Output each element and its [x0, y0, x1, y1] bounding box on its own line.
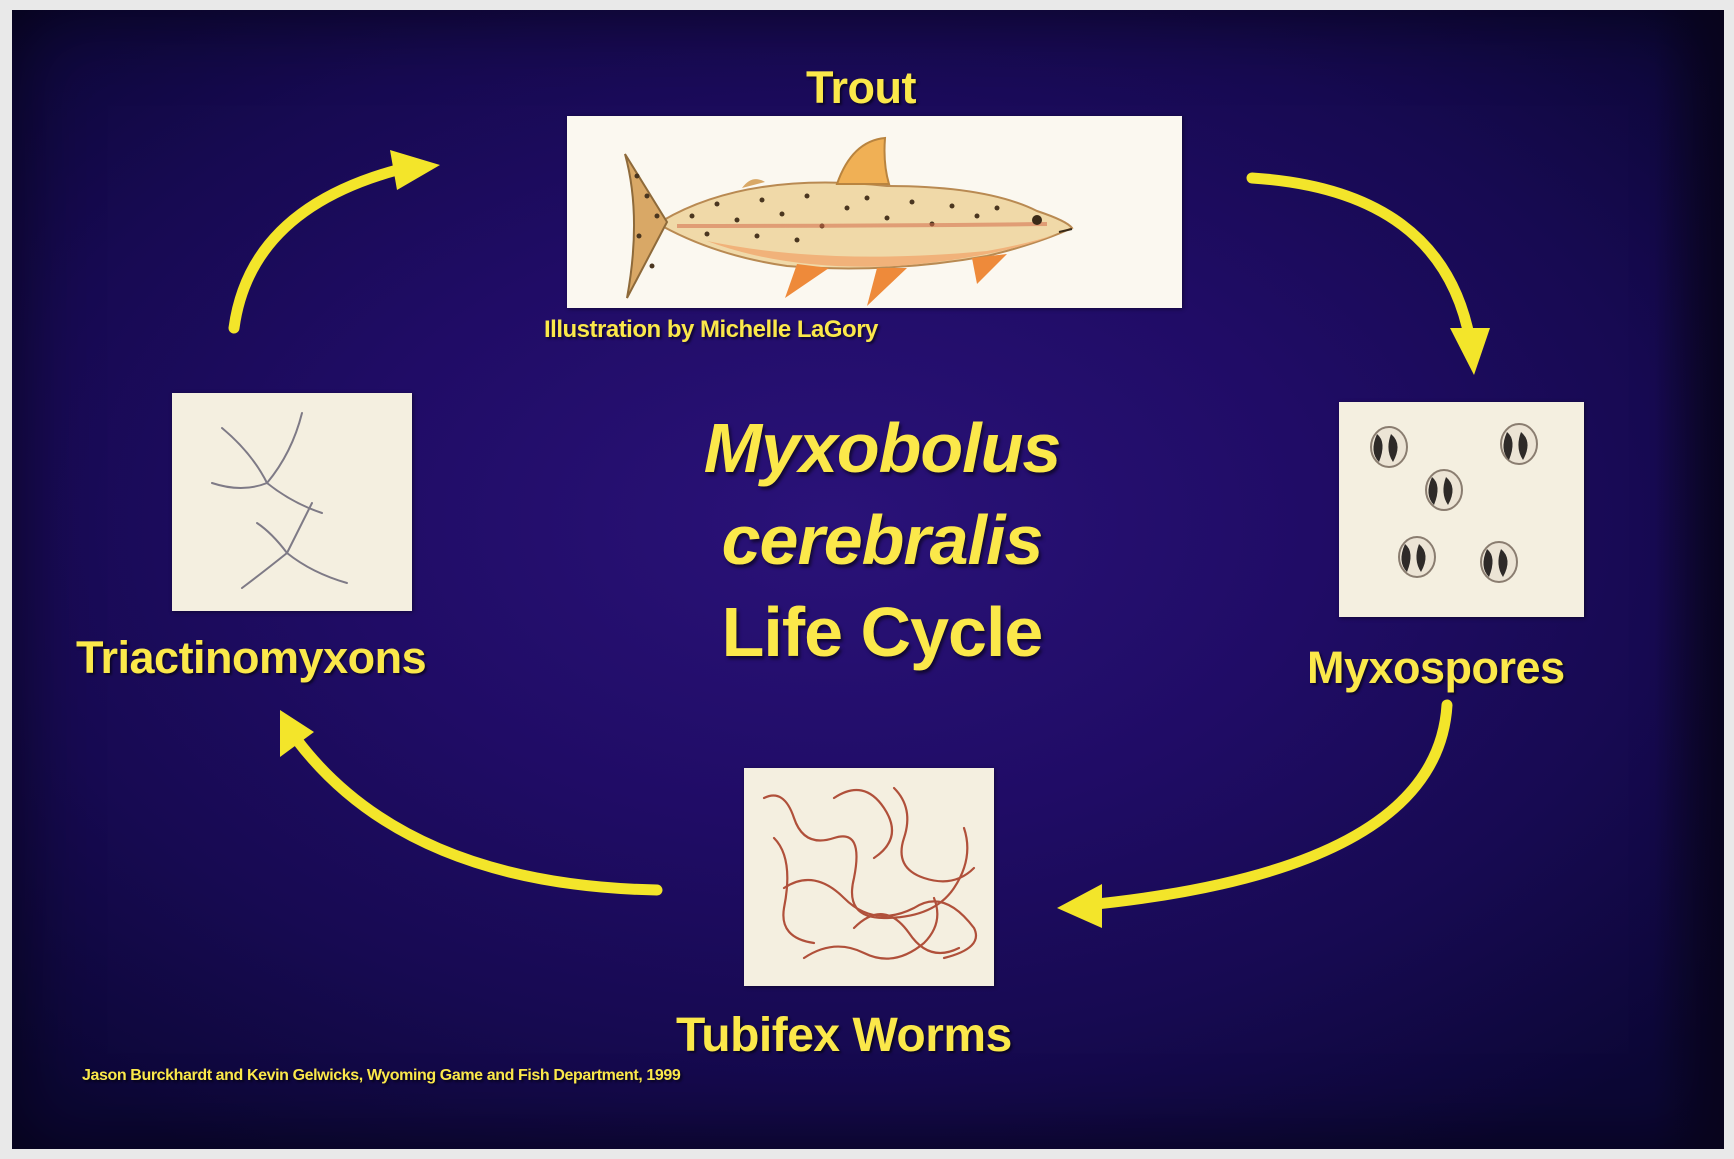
trout-label: Trout [806, 62, 916, 114]
triactinomyxons-micrograph [172, 393, 412, 611]
arrowhead-tubifex-icon [1057, 884, 1102, 928]
illustration-credit: Illustration by Michelle LaGory [544, 316, 878, 344]
arrowhead-trout-icon [390, 150, 440, 190]
arrow-trout-to-myxospores-icon [1252, 178, 1470, 340]
myxospores-micrograph [1339, 402, 1584, 617]
worm-icon [744, 768, 994, 986]
diagram-title: Myxobolus cerebralis Life Cycle [572, 402, 1192, 678]
arrowhead-myxospores-icon [1450, 328, 1490, 375]
life-cycle-slide: Trout [12, 10, 1724, 1149]
title-species: cerebralis [572, 494, 1192, 586]
tubifex-micrograph [744, 768, 994, 986]
triactinomyxon-icon [172, 393, 412, 611]
tubifex-label: Tubifex Worms [676, 1008, 1012, 1063]
title-subtitle: Life Cycle [572, 586, 1192, 678]
arrow-myxospores-to-tubifex-icon [1087, 705, 1447, 905]
trout-illustration [567, 116, 1182, 308]
source-credit: Jason Burckhardt and Kevin Gelwicks, Wyo… [82, 1067, 680, 1085]
myxospores-label: Myxospores [1307, 642, 1565, 694]
arrow-tubifex-to-triactinomyxons-icon [297, 740, 657, 890]
title-genus: Myxobolus [572, 402, 1192, 494]
triactinomyxons-label: Triactinomyxons [76, 632, 426, 684]
arrow-triactinomyxons-to-trout-icon [234, 170, 397, 328]
myxospore-icon [1339, 402, 1584, 617]
trout-icon [567, 116, 1182, 308]
